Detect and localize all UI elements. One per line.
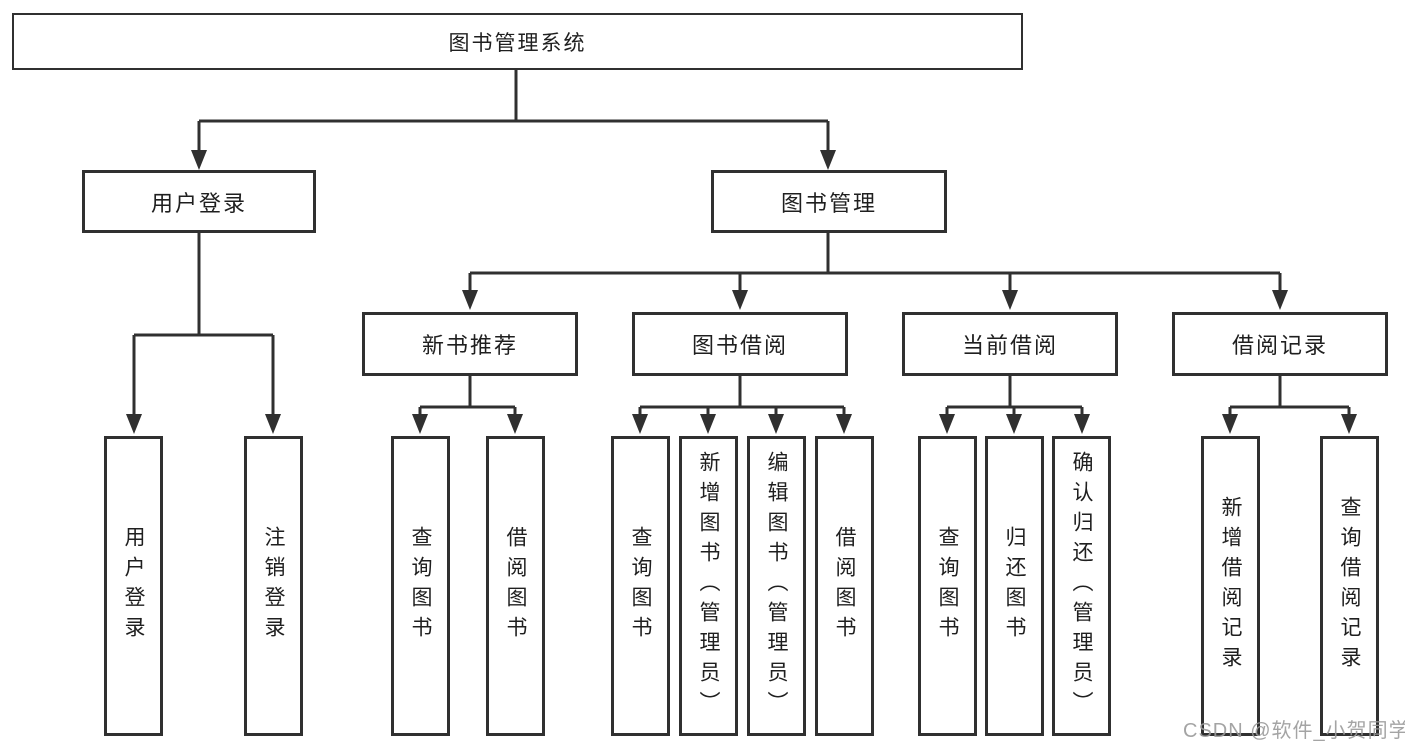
node-label: 注销登录 <box>262 526 285 646</box>
leaf-confirm-return-admin: 确认归还（管理员） <box>1052 436 1111 736</box>
node-borrow-records: 借阅记录 <box>1172 312 1388 376</box>
node-label: 归还图书 <box>1003 526 1026 646</box>
node-label: 新增借阅记录 <box>1219 496 1242 676</box>
node-label: 借阅图书 <box>504 526 527 646</box>
node-new-book-recommend: 新书推荐 <box>362 312 578 376</box>
leaf-borrow-books: 借阅图书 <box>815 436 874 736</box>
node-label: 用户登录 <box>122 526 145 646</box>
csdn-watermark: CSDN @软件_小贺同学 <box>1183 720 1405 742</box>
node-root-system: 图书管理系统 <box>12 13 1023 70</box>
leaf-add-books-admin: 新增图书（管理员） <box>679 436 738 736</box>
leaf-borrow-books-recommend: 借阅图书 <box>486 436 545 736</box>
node-current-borrow: 当前借阅 <box>902 312 1118 376</box>
node-label: 查询图书 <box>936 526 959 646</box>
node-label: 确认归还（管理员） <box>1070 451 1093 721</box>
leaf-edit-books-admin: 编辑图书（管理员） <box>747 436 806 736</box>
node-label: 用户登录 <box>150 190 247 216</box>
leaf-query-books-borrow: 查询图书 <box>611 436 670 736</box>
node-label: 借阅图书 <box>833 526 856 646</box>
node-label: 编辑图书（管理员） <box>765 451 788 721</box>
leaf-query-borrow-record: 查询借阅记录 <box>1320 436 1379 736</box>
node-label: 新增图书（管理员） <box>697 451 720 721</box>
leaf-query-books-current: 查询图书 <box>918 436 977 736</box>
node-label: 图书管理系统 <box>448 31 587 55</box>
node-label: 查询图书 <box>629 526 652 646</box>
node-label: 新书推荐 <box>421 333 518 358</box>
node-label: 查询借阅记录 <box>1338 496 1361 676</box>
node-user-login: 用户登录 <box>82 170 316 233</box>
leaf-return-books: 归还图书 <box>985 436 1044 736</box>
node-label: 图书管理 <box>780 190 877 216</box>
leaf-logout: 注销登录 <box>244 436 303 736</box>
connector-lines <box>132 70 1351 416</box>
node-label: 查询图书 <box>409 526 432 646</box>
arrowhead-icons <box>126 150 1357 434</box>
node-book-borrow: 图书借阅 <box>632 312 848 376</box>
leaf-query-books-recommend: 查询图书 <box>391 436 450 736</box>
node-label: 图书借阅 <box>691 333 788 358</box>
leaf-user-login: 用户登录 <box>104 436 163 736</box>
node-label: 借阅记录 <box>1231 333 1328 358</box>
node-book-management: 图书管理 <box>711 170 947 233</box>
node-label: 当前借阅 <box>961 333 1058 358</box>
leaf-add-borrow-record: 新增借阅记录 <box>1201 436 1260 736</box>
